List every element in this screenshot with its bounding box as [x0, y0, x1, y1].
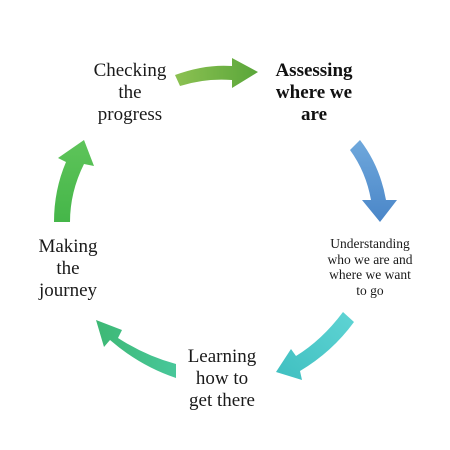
stage-journey-label: Making the journey [38, 236, 98, 301]
stage-learning-label: Learning how to get there [187, 346, 257, 411]
stage-assessing-label: Assessing where we are [275, 60, 353, 125]
arrow-assessing-to-understanding [350, 140, 397, 222]
arrow-learning-to-journey [96, 320, 176, 378]
arrow-checking-to-assessing [175, 58, 258, 88]
arrow-understanding-to-learning [276, 312, 354, 380]
stage-checking-label: Checking the progress [93, 60, 167, 125]
arrow-journey-to-checking [54, 140, 94, 222]
stage-understanding-label: Understanding who we are and where we wa… [327, 236, 413, 298]
